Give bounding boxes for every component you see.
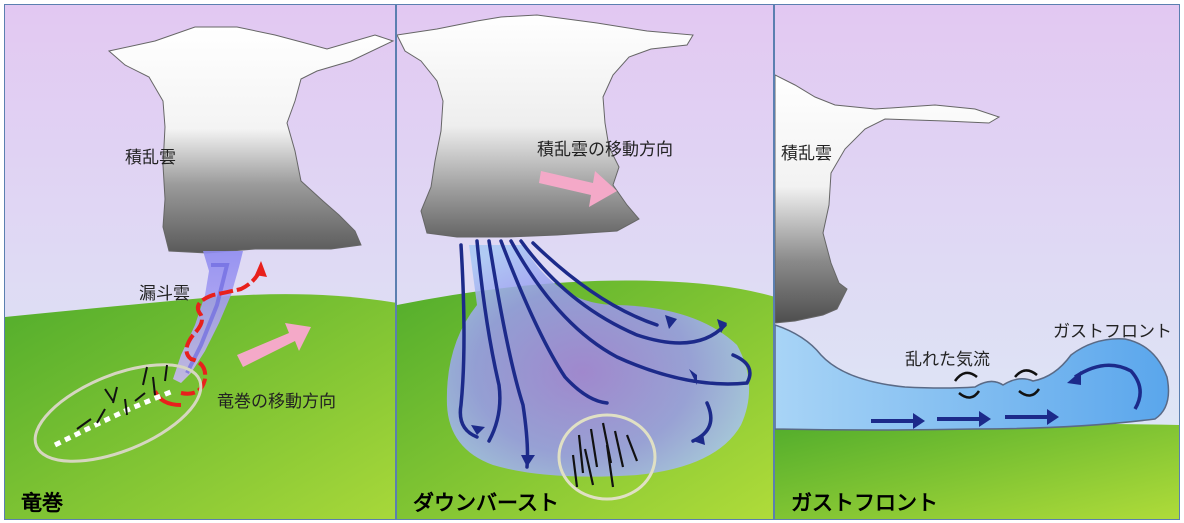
gust-front-label: ガストフロント — [1053, 322, 1172, 342]
tornado-panel: 積乱雲 漏斗雲 竜巻の移動方向 竜巻 — [4, 4, 396, 520]
panel-title: ガストフロント — [791, 491, 938, 515]
cloud-label: 積乱雲 — [125, 148, 176, 168]
wind-vectors — [76, 364, 168, 430]
movement-arrow — [237, 323, 311, 367]
cumulonimbus-cloud — [107, 26, 395, 254]
wind-vectors — [571, 422, 639, 488]
gust-front-curl — [1067, 363, 1142, 410]
outflow-arrows — [871, 409, 1059, 429]
gust-front-outflow — [775, 324, 1170, 431]
ground — [775, 423, 1179, 519]
cumulonimbus-cloud — [397, 14, 694, 238]
damage-area — [33, 363, 203, 463]
funnel-cloud — [173, 251, 243, 383]
direction-label: 積乱雲の移動方向 — [537, 140, 673, 160]
panel-title: ダウンバースト — [413, 491, 559, 515]
downdraft-flow — [458, 239, 752, 469]
tornado-illustration — [5, 5, 395, 519]
cumulonimbus-cloud — [775, 74, 1001, 324]
panel-title: 竜巻 — [21, 491, 63, 515]
rotation-arrow — [180, 266, 263, 396]
movement-arrow — [539, 171, 617, 207]
damage-area — [557, 413, 657, 501]
cloud-label: 積乱雲 — [781, 144, 832, 164]
gust-front-panel: 積乱雲 ガストフロント 乱れた気流 ガストフロント — [774, 4, 1180, 520]
flow-arrowheads — [471, 315, 727, 467]
ground — [5, 294, 395, 519]
turbulence-swirls — [953, 369, 1041, 399]
funnel-cloud-label: 漏斗雲 — [139, 284, 190, 304]
downburst-illustration — [397, 5, 773, 519]
turbulence-label: 乱れた気流 — [905, 350, 990, 370]
downburst-outflow — [446, 245, 750, 477]
downburst-panel: 積乱雲の移動方向 ダウンバースト — [396, 4, 774, 520]
direction-label: 竜巻の移動方向 — [217, 392, 336, 412]
gust-front-illustration — [775, 5, 1179, 519]
